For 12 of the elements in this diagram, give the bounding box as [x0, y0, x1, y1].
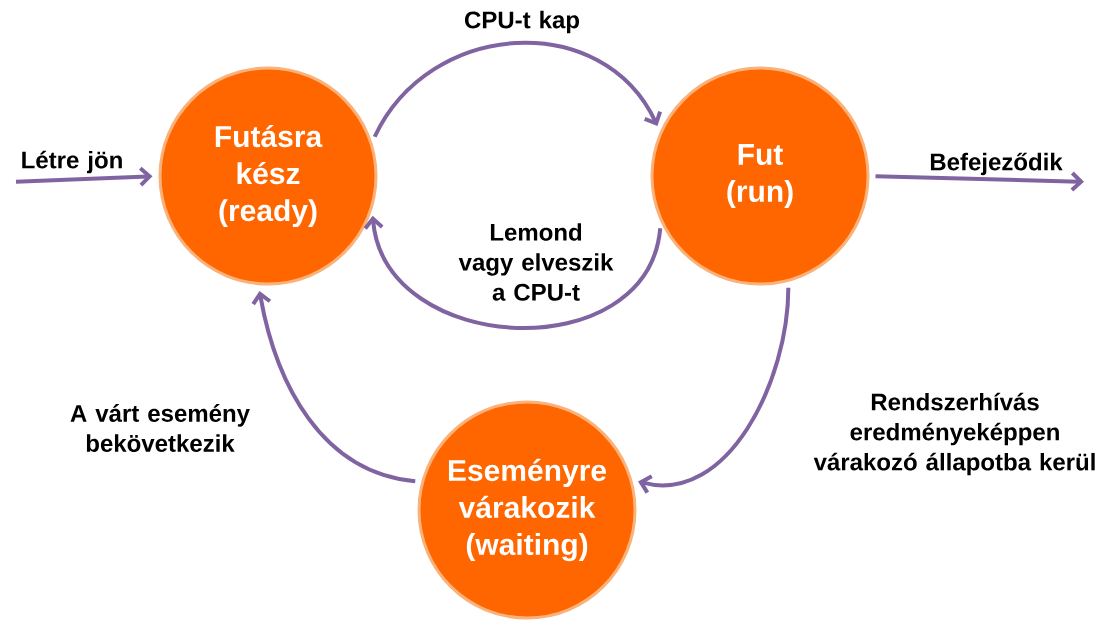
edge-label: Befejeződik — [930, 152, 1063, 176]
arrow — [251, 291, 416, 484]
edge-label: A várt esemény bekövetkezik — [70, 404, 250, 452]
arrow — [363, 215, 663, 330]
arrow — [15, 166, 153, 187]
arrow — [638, 287, 791, 494]
edge-label: Rendszerhívás eredményeképpen várakozó állapotba kerül — [813, 392, 1095, 476]
edge-label: Lemond vagy elveszik a CPU-t — [458, 223, 614, 301]
edge-label: Létre jön — [22, 150, 122, 174]
arrow — [875, 171, 1085, 192]
edge-label: CPU-t kap — [465, 10, 579, 34]
arrow — [372, 41, 662, 138]
